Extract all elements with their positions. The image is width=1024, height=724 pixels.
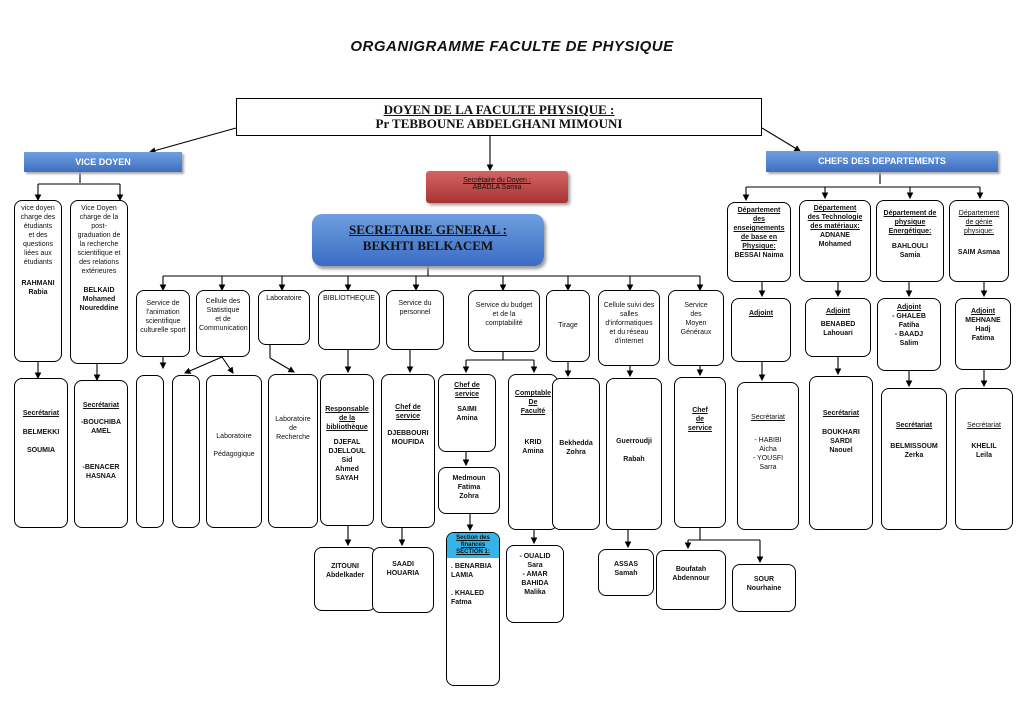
dept-1-adjoint-label: Adjoint xyxy=(825,308,851,315)
dept-3-sec-names: KHELIL Leila xyxy=(971,443,997,459)
dept-3-adjoint-names: MEHNANE Hadj Fatima xyxy=(965,317,1001,342)
dept-3-secretariat-box: Secrétariat KHELIL Leila xyxy=(955,388,1013,530)
sg-name: BEKHTI BELKACEM xyxy=(362,238,494,253)
comptable-box: Comptable De Faculté KRID Amina xyxy=(508,374,558,530)
budget-chef-box: Chef de service SAIMI Amina xyxy=(438,374,496,452)
moyens-chef-box: Chef de service xyxy=(674,377,726,528)
comptable-label: Comptable De Faculté xyxy=(514,390,552,415)
dept-0-adjoint-label: Adjoint xyxy=(748,310,774,317)
budget-chef-label: Chef de service xyxy=(454,382,480,398)
statistique-child-box xyxy=(172,375,200,528)
dept-2-sec-names: BELMISSOUM Zerka xyxy=(890,443,938,459)
assas-box: ASSAS Samah xyxy=(598,549,654,596)
section-finances-box: Section des finances SECTION 1: . BENARB… xyxy=(446,532,500,686)
dept-3-sec-label: Secrétariat xyxy=(967,422,1001,429)
secretaire-doyen-label: Secrétaire du Doyen : xyxy=(463,177,531,184)
boufatah-box: Boufatah Abdennour xyxy=(656,550,726,610)
dept-0-sec-label: Secrétariat xyxy=(751,414,785,421)
vice-doyen-banner: VICE DOYEN xyxy=(24,152,182,172)
vice-doyen-etudiants-box: vice doyen charge des étudiants et des q… xyxy=(14,200,62,362)
dept-0-adjoint-box: Adjoint xyxy=(731,298,791,362)
dept-energetique-box: Département de physique Energétique: BAH… xyxy=(876,200,944,282)
dept-1-name: ADNANE Mohamed xyxy=(818,232,852,248)
budget-chef-name: SAIMI Amina xyxy=(456,406,478,422)
dept-3-label: Département de génie physique: xyxy=(958,210,1000,235)
dept-enseignements-box: Département des enseignements de base en… xyxy=(727,202,791,282)
dept-technologie-box: Département des Technologie des matériau… xyxy=(799,200,871,282)
sour-box: SOUR Nourhaine xyxy=(732,564,796,612)
saadi-box: SAADI HOUARIA xyxy=(372,547,434,613)
responsable-bibliotheque-box: Responsable de la bibliothèque DJEFAL DJ… xyxy=(320,374,374,526)
moyens-chef-label: Chef de service xyxy=(687,407,713,432)
dept-3-name: SAIM Asmaa xyxy=(957,249,1001,256)
cellule-statistique-box: Cellule des Statistique et de Communicat… xyxy=(196,290,250,357)
doyen-title: DOYEN DE LA FACULTE PHYSIQUE : xyxy=(383,102,615,117)
personnel-chef-label: Chef de service xyxy=(395,404,421,420)
dept-1-adjoint-names: BENABED Lahouari xyxy=(820,321,856,337)
vd2-secretariat-box: Secrétariat -BOUCHIBA AMEL -BENACER HASN… xyxy=(74,380,128,528)
service-moyens-generaux-box: Service des Moyen Généraux xyxy=(668,290,724,366)
dept-0-label: Département des enseignements de base en… xyxy=(733,207,785,250)
tirage-box: Tirage xyxy=(546,290,590,362)
vd2-sec-name: -BOUCHIBA AMEL -BENACER HASNAA xyxy=(80,419,122,480)
service-budget-box: Service du budget et de la comptabilité xyxy=(468,290,540,352)
section-finances-names: . BENARBIA LAMIA . KHALED Fatma xyxy=(451,563,492,606)
dept-2-sec-label: Secrétariat xyxy=(895,422,933,429)
vd2-sec-label: Secrétariat xyxy=(82,402,120,409)
dept-1-sec-names: BOUKHARI SARDI Naouel xyxy=(822,429,860,454)
dept-3-adjoint-label: Adjoint xyxy=(970,308,996,315)
dept-2-adjoint-names: - GHALEB Fatiha - BAADJ Salim xyxy=(892,313,926,347)
bekhedda-box: Bekhedda Zohra xyxy=(552,378,600,530)
dept-1-adjoint-box: Adjoint BENABED Lahouari xyxy=(805,298,871,357)
biblio-resp-name: DJEFAL DJELLOUL Sid Ahmed SAYAH xyxy=(328,439,366,482)
service-personnel-box: Service du personnel xyxy=(386,290,444,350)
secretaire-doyen-name: ABADLA Samia xyxy=(472,184,522,191)
vd1-role: vice doyen charge des étudiants et des q… xyxy=(20,205,56,266)
zitouni-box: ZITOUNI Abdelkader xyxy=(314,547,376,611)
animation-child-box xyxy=(136,375,164,528)
dept-0-secretariat-box: Secrétariat - HABIBI Aicha - YOUSFI Sarr… xyxy=(737,382,799,530)
vice-doyen-recherche-box: Vice Doyen charge de la post- graduation… xyxy=(70,200,128,364)
dept-3-adjoint-box: Adjoint MEHNANE Hadj Fatima xyxy=(955,298,1011,370)
secretaire-general-box: SECRETAIRE GENERAL : BEKHTI BELKACEM xyxy=(312,214,544,266)
personnel-chef-name: DJEBBOURI MOUFIDA xyxy=(387,430,429,446)
vd1-sec-name: BELMEKKI SOUMIA xyxy=(22,429,60,454)
section-finances-label: Section des finances SECTION 1: xyxy=(447,533,499,558)
biblio-resp-label: Responsable de la bibliothèque xyxy=(325,406,369,431)
cellule-informatique-box: Cellule suivi des salles d'informatiques… xyxy=(598,290,660,366)
page-title: ORGANIGRAMME FACULTE DE PHYSIQUE xyxy=(350,38,674,55)
vd2-name: BELKAID Mohamed Noureddine xyxy=(79,287,119,312)
sg-title: SECRETAIRE GENERAL : xyxy=(349,222,507,237)
personnel-chef-box: Chef de service DJEBBOURI MOUFIDA xyxy=(381,374,435,528)
dept-2-label: Département de physique Energétique: xyxy=(883,210,937,235)
doyen-box: DOYEN DE LA FACULTE PHYSIQUE : Pr TEBBOU… xyxy=(236,98,762,136)
service-animation-box: Service de l'animation scientifique cult… xyxy=(136,290,190,357)
vd1-sec-label: Secrétariat xyxy=(22,410,60,417)
vd1-name: RAHMANI Rabia xyxy=(21,280,55,296)
vd1-secretariat-box: Secrétariat BELMEKKI SOUMIA xyxy=(14,378,68,528)
dept-2-secretariat-box: Secrétariat BELMISSOUM Zerka xyxy=(881,388,947,530)
medmoun-box: Medmoun Fatima Zohra xyxy=(438,467,500,514)
laboratoire-pedagogique-box: Laboratoire Pédagogique xyxy=(206,375,262,528)
dept-1-label: Département des Technologie des matériau… xyxy=(807,205,863,230)
dept-0-name: BESSAI Naima xyxy=(734,252,784,259)
oualid-amar-box: - OUALID Sara - AMAR BAHIDA Malika xyxy=(506,545,564,623)
bibliotheque-box: BIBLIOTHEQUE xyxy=(318,290,380,350)
dept-2-adjoint-label: Adjoint xyxy=(896,304,922,311)
secretaire-doyen-box: Secrétaire du Doyen : ABADLA Samia xyxy=(426,171,568,203)
vd2-role: Vice Doyen charge de la post- graduation… xyxy=(77,205,121,275)
dept-0-sec-names: - HABIBI Aicha - YOUSFI Sarra xyxy=(752,437,784,471)
dept-genie-physique-box: Département de génie physique: SAIM Asma… xyxy=(949,200,1009,282)
guerroudji-box: Guerroudji Rabah xyxy=(606,378,662,530)
doyen-name: Pr TEBBOUNE ABDELGHANI MIMOUNI xyxy=(375,116,623,131)
comptable-name: KRID Amina xyxy=(522,439,544,455)
dept-2-adjoint-box: Adjoint - GHALEB Fatiha - BAADJ Salim xyxy=(877,298,941,371)
dept-1-sec-label: Secrétariat xyxy=(822,410,860,417)
dept-1-secretariat-box: Secrétariat BOUKHARI SARDI Naouel xyxy=(809,376,873,530)
laboratoire-box: Laboratoire xyxy=(258,290,310,345)
laboratoire-recherche-box: Laboratoire de Recherche xyxy=(268,374,318,528)
chefs-departements-banner: CHEFS DES DEPARTEMENTS xyxy=(766,151,998,172)
dept-2-name: BAHLOULI Samia xyxy=(891,243,929,259)
